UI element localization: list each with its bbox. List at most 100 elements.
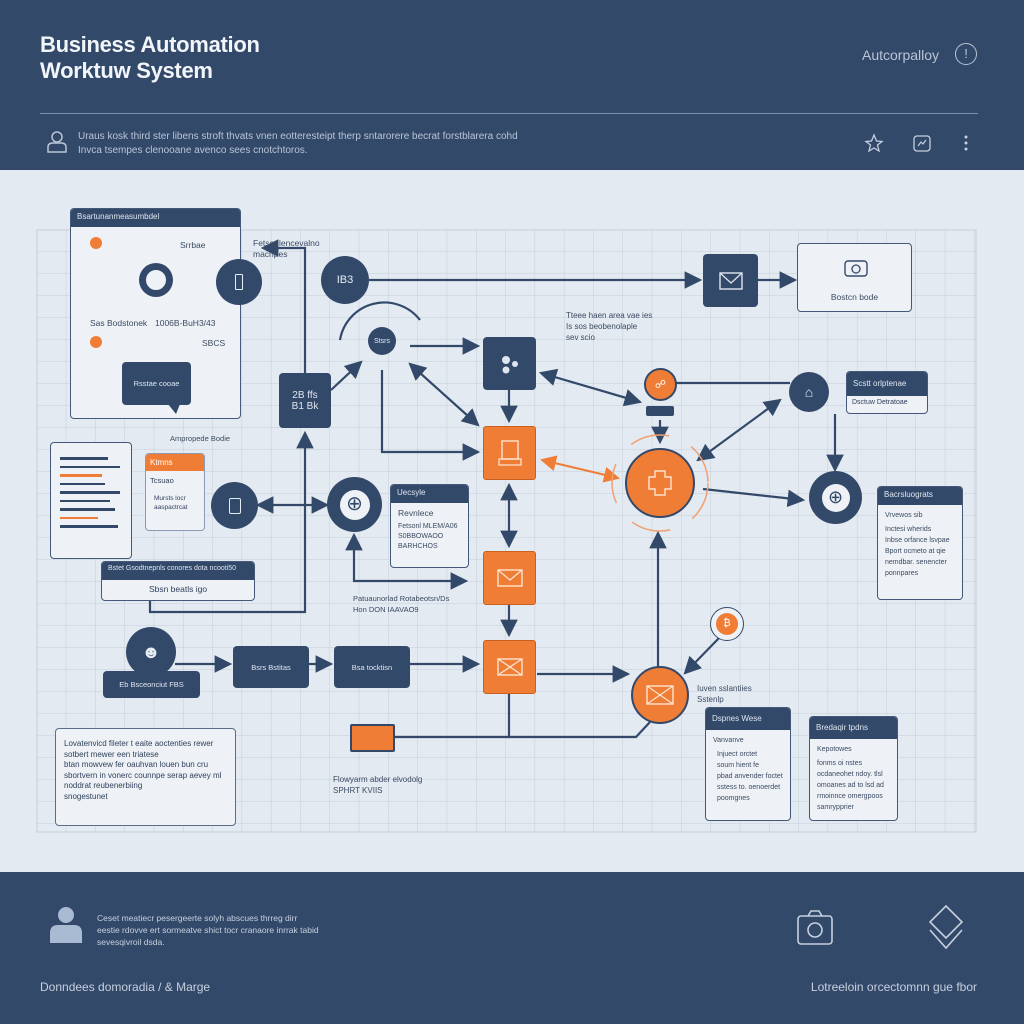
node-line: B1 Bk [291,400,319,412]
document-node[interactable] [483,426,536,480]
status-box[interactable]: Scstt orlptenae Dsctuw Detratoae [846,371,928,414]
alert-node[interactable]: ₿ [710,607,744,641]
note-line: Tteee haen area vae ies [566,311,653,320]
battery-node[interactable] [216,259,262,305]
card-line: ponnpares [885,570,919,577]
footer-description: Ceset meatiecr pesergeerte solyh abscues… [97,912,319,948]
clock-icon[interactable] [139,263,173,297]
mail-node[interactable] [483,551,536,605]
camera-box-label: Bostcn bode [830,292,879,302]
note-line: machpes [253,249,288,259]
card-subtitle: Kepotowes [817,746,852,753]
panel-title: Bsartunanmeasumbdel [71,209,240,227]
card-title: Bstet Gsodtnepnls conores dota ncooti50 [102,562,254,580]
chart-icon[interactable] [912,133,932,153]
status-node[interactable]: Stsrs [368,327,396,355]
note-top-mid: Tteee haen area vae ies Is sos beobenolap… [566,310,652,343]
envelope-icon [496,658,523,676]
note-line: Sstenlp [697,695,724,704]
card-line: Inctesi wherids [885,526,932,533]
globe-node[interactable]: ⊕ [327,477,382,532]
title-line-2: Worktuw System [40,58,213,83]
note-line: Is sos beobenolaple [566,322,638,331]
card-line: sstess to. oenoerdet [717,784,781,791]
app-title: Business Automation Worktuw System [40,32,260,84]
card-title: Uecsyle [391,485,468,503]
crosshair-icon: ⊕ [821,483,850,512]
document-list [50,442,132,559]
robot-label[interactable]: Eb Bsceonciut FBS [103,671,200,698]
note-line: Patuaunorlad Rotabeotsn/Ds [353,594,450,603]
footer: Ceset meatiecr pesergeerte solyh abscues… [0,872,1024,1024]
text-line: snogestunet [64,791,108,801]
footer-line: eestie rdovve ert sormeatve shict tocr c… [97,925,319,935]
description-line: Invca tsempes clenooane avenco sees cnot… [78,145,308,156]
panel-label: SBCS [202,338,226,348]
step-node[interactable]: Bsrs Bstitas [233,646,309,688]
card-line: Fetsonl MLEM/A06 [398,523,458,530]
integration-node[interactable]: ☍ [644,368,677,401]
send-mail-node[interactable] [631,666,689,724]
apps-node[interactable] [483,337,536,390]
central-hub-node[interactable] [625,448,695,518]
note-line: sev scio [566,333,595,342]
card-line: Mursts locr [154,495,186,502]
data-card[interactable]: Bstet Gsodtnepnls conores dota ncooti50 … [101,561,255,601]
doc-line [60,457,108,460]
laptop-icon [646,406,674,416]
camera-box[interactable]: Bostcn bode [797,243,912,312]
text-line: Lovatenvicd fileter t eaite aoctenties r… [64,739,214,748]
user-icon [47,131,67,153]
note-line: Hon DON IAAVAO9 [353,605,419,614]
ib3-node[interactable]: IB3 [321,256,369,304]
envelope-icon [496,569,523,587]
title-line-1: Business Automation [40,32,260,57]
header-description: Uraus kosk third ster libens stroft thva… [78,130,558,158]
account-label[interactable]: Autcorpalloy [862,47,940,63]
text-line: btan mowvew fer oauhvan louen bun cru [64,760,209,769]
robot-node[interactable]: ☻ [126,627,176,677]
target-node[interactable]: ⊕ [809,471,862,524]
store-icon: ⌂ [804,384,814,400]
store-node[interactable]: ⌂ [789,372,829,412]
note-line: SPHRT KVIIS [333,786,383,795]
card-title: Ktmns [146,454,204,471]
robot-icon: ☻ [141,641,161,662]
more-icon[interactable] [960,133,972,153]
node-line: 2B ffs [292,389,318,401]
star-icon[interactable] [864,133,884,153]
layers-icon[interactable] [926,904,966,952]
right-info-card: Bacrsluograts Vrvewos sib Inctesi wherid… [877,486,963,600]
puzzle-icon [648,470,672,496]
card-line: fonms oi nstes [817,760,863,767]
card-line: soum hient fe [717,762,760,769]
description-line: Uraus kosk third ster libens stroft thva… [78,131,518,142]
step-node[interactable]: Bsa tocktisn [334,646,410,688]
card-line: poomgnes [717,795,750,802]
card-line: nemdbar. senencter [885,559,947,566]
doc-line [60,465,120,468]
envelope-icon [646,685,674,705]
info-icon[interactable]: ! [955,43,977,65]
document-icon [497,440,522,466]
image-thumbnail[interactable] [350,724,395,752]
mail-node[interactable] [483,640,536,694]
email-node[interactable] [703,254,758,307]
doc-line [60,491,120,494]
card-value: Sbsn beatls igo [148,584,208,594]
orange-dot-icon [90,336,102,348]
panel-label: 1006B-BuH3/43 [155,318,216,328]
footer-left-caption[interactable]: Donndees domoradia / & Marge [40,980,211,994]
camera-icon[interactable] [796,908,836,948]
tablet-icon [228,497,241,514]
footer-right-caption[interactable]: Lotreeloin orcectomnn gue fbor [810,980,977,994]
globe-icon: ⊕ [339,489,370,520]
camera-icon [844,260,868,277]
card-line: Bport ocmeto at qie [885,548,946,555]
header-divider [40,113,978,114]
speech-bubble-node[interactable]: Rsstae cooae [122,362,191,405]
device-node[interactable] [211,482,258,529]
